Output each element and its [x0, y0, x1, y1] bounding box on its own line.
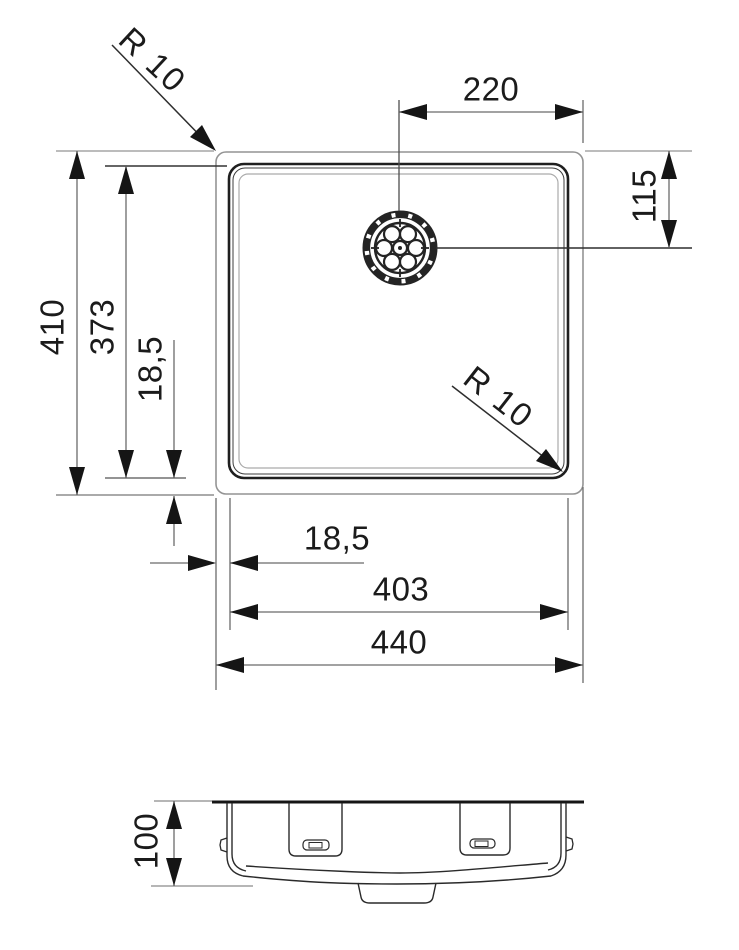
dim-label-rim-inset-bottom: 18,5	[131, 335, 169, 403]
dim-label-drain-from-top: 115	[625, 168, 663, 224]
dim-label-bowl-width: 403	[372, 570, 430, 608]
dim-label-bowl-height: 100	[127, 812, 165, 870]
top-view	[56, 44, 692, 690]
dim-label-bowl-depth: 373	[83, 298, 121, 356]
dim-label-outer-depth: 410	[33, 298, 71, 356]
dim-label-outer-width: 440	[370, 623, 428, 661]
drain-boss	[357, 882, 437, 904]
dim-label-rim-inset-left: 18,5	[303, 519, 371, 557]
wall-clip-right	[565, 836, 574, 852]
mounting-bracket-left	[288, 803, 343, 857]
extension-lines	[56, 100, 692, 690]
drain-strainer-icon	[362, 210, 438, 286]
side-view	[151, 800, 584, 904]
wall-clip-left	[219, 837, 228, 853]
depth-dimension	[151, 800, 253, 887]
dim-label-drain-from-right: 220	[462, 70, 520, 108]
dimension-arrows	[69, 104, 677, 673]
mounting-bracket-right	[459, 803, 511, 856]
bowl-profile	[226, 803, 567, 885]
